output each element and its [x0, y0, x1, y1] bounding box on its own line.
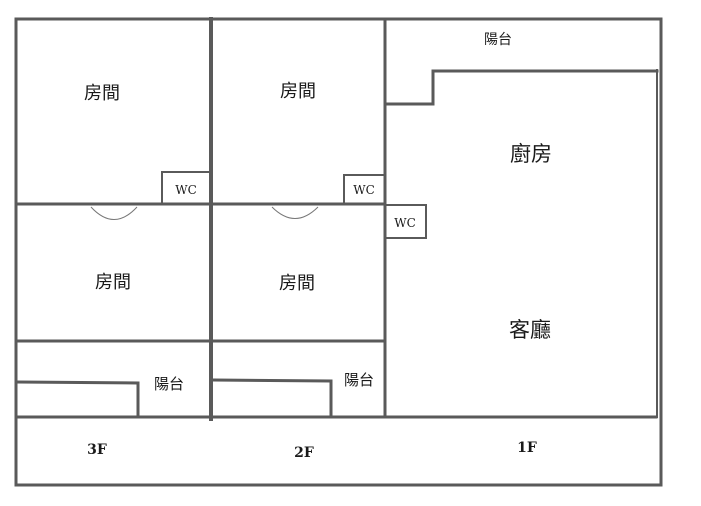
- room-label-2f-upper: 房間: [280, 81, 316, 102]
- living-room-label: 客廳: [509, 318, 551, 342]
- balcony-wall-2f: [212, 378, 333, 419]
- balcony-label-1f: 陽台: [484, 32, 512, 48]
- room-label-3f-lower: 房間: [95, 272, 131, 293]
- outer-wall: [14, 17, 663, 487]
- floor-label-1f: 1F: [517, 440, 537, 456]
- kitchen-label: 廚房: [510, 142, 552, 166]
- balcony-label-3f: 陽台: [154, 375, 184, 393]
- wc-box-2f: [343, 174, 386, 205]
- floor-label-2f: 2F: [294, 445, 314, 461]
- room-label-2f-lower: 房間: [279, 273, 315, 294]
- floor-label-3f: 3F: [87, 442, 107, 458]
- door-swing-3f: [90, 206, 138, 220]
- balcony-wall-1f: [386, 69, 659, 106]
- wc-label-1f: WC: [394, 216, 416, 230]
- wc-label-2f: WC: [353, 183, 375, 197]
- balcony-label-2f: 陽台: [344, 371, 374, 389]
- wc-box-1f: [384, 204, 427, 239]
- wc-label-3f: WC: [175, 183, 197, 197]
- wc-box-3f: [161, 171, 212, 205]
- balcony-wall-3f: [16, 380, 140, 419]
- room-label-3f-upper: 房間: [84, 83, 120, 104]
- door-swing-2f: [271, 206, 319, 219]
